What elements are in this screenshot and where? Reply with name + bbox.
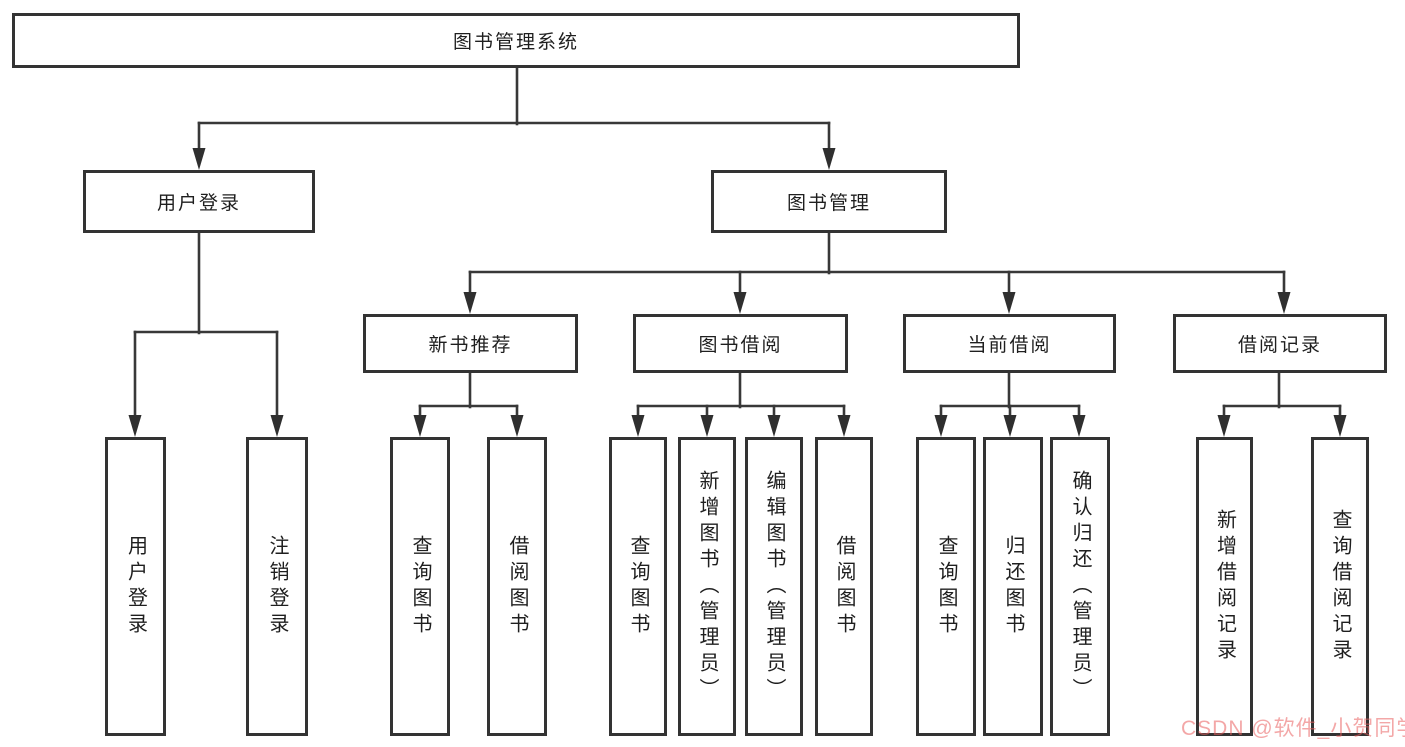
leaf-user-login: 用户登录 <box>105 437 166 736</box>
arrow-down-icon <box>1003 415 1017 437</box>
connector-book-management-to-level3 <box>463 231 1291 314</box>
connector-borrow-records-to-leaves <box>1217 371 1347 437</box>
arrow-down-icon <box>822 148 836 170</box>
arrow-down-icon <box>192 148 206 170</box>
arrow-down-icon <box>1217 415 1231 437</box>
connector-current-borrowing-to-leaves <box>934 371 1086 437</box>
arrow-down-icon <box>1333 415 1347 437</box>
leaf-query-books-current: 查询图书 <box>916 437 976 736</box>
leaf-query-books-borrow: 查询图书 <box>609 437 667 736</box>
arrow-down-icon <box>1277 292 1291 314</box>
connector-user-login-to-leaves <box>128 231 284 437</box>
connector-root-to-level2 <box>192 66 836 170</box>
leaf-edit-books-admin: 编辑图书（管理员） <box>745 437 803 736</box>
arrow-down-icon <box>837 415 851 437</box>
arrow-down-icon <box>733 292 747 314</box>
arrow-down-icon <box>631 415 645 437</box>
leaf-logout: 注销登录 <box>246 437 308 736</box>
arrow-down-icon <box>1002 292 1016 314</box>
node-current-borrowing: 当前借阅 <box>903 314 1116 373</box>
node-borrowing-records: 借阅记录 <box>1173 314 1387 373</box>
leaf-confirm-return-admin: 确认归还（管理员） <box>1050 437 1110 736</box>
arrow-down-icon <box>700 415 714 437</box>
arrow-down-icon <box>270 415 284 437</box>
node-book-borrowing: 图书借阅 <box>633 314 848 373</box>
connector-book-borrowing-to-leaves <box>631 371 851 437</box>
node-library-management-system: 图书管理系统 <box>12 13 1020 68</box>
leaf-borrow-books-borrow: 借阅图书 <box>815 437 873 736</box>
leaf-query-books-newbook: 查询图书 <box>390 437 450 736</box>
leaf-query-borrow-record: 查询借阅记录 <box>1311 437 1369 736</box>
arrow-down-icon <box>510 415 524 437</box>
node-book-management: 图书管理 <box>711 170 947 233</box>
leaf-return-books: 归还图书 <box>983 437 1043 736</box>
arrow-down-icon <box>463 292 477 314</box>
leaf-borrow-books-newbook: 借阅图书 <box>487 437 547 736</box>
leaf-add-borrow-record: 新增借阅记录 <box>1196 437 1253 736</box>
node-user-login: 用户登录 <box>83 170 315 233</box>
arrow-down-icon <box>767 415 781 437</box>
arrow-down-icon <box>128 415 142 437</box>
arrow-down-icon <box>413 415 427 437</box>
node-new-book-recommendation: 新书推荐 <box>363 314 578 373</box>
arrow-down-icon <box>934 415 948 437</box>
leaf-add-books-admin: 新增图书（管理员） <box>678 437 736 736</box>
connector-new-book-to-leaves <box>413 371 524 437</box>
arrow-down-icon <box>1072 415 1086 437</box>
